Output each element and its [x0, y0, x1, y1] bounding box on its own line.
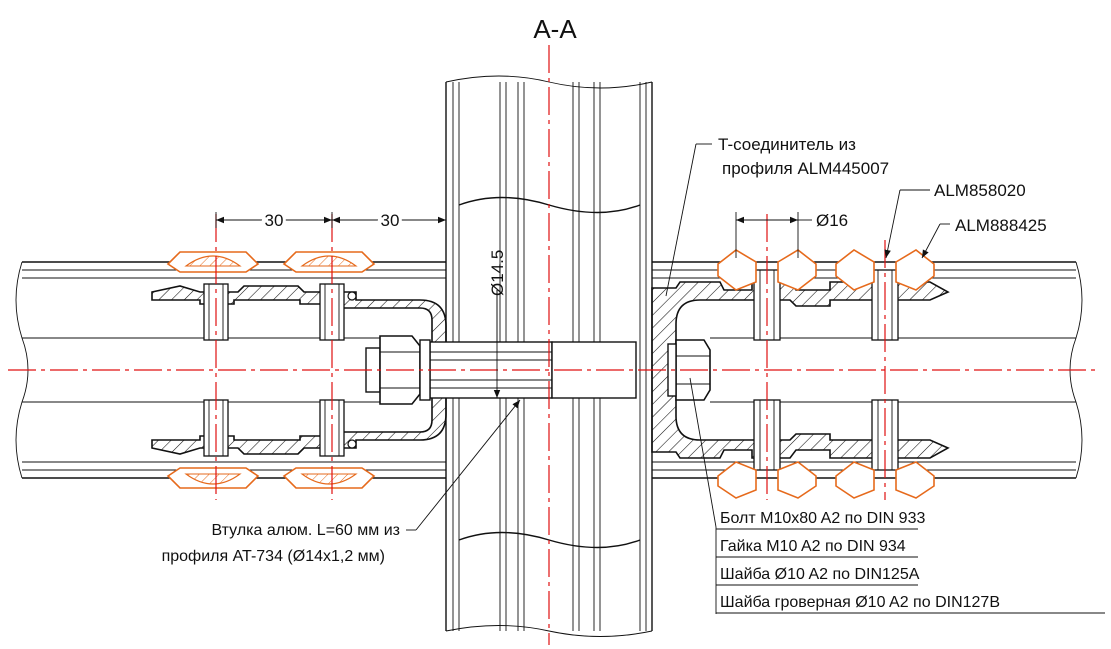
- dim-bushing-diameter: Ø14.5: [488, 250, 507, 296]
- leader-lines: [406, 143, 950, 614]
- dim-pitch-2: 30: [381, 211, 400, 230]
- dim-hole-diameter: Ø16: [816, 211, 848, 230]
- bushing-label-line1: Втулка алюм. L=60 мм из: [212, 522, 400, 539]
- right-screws: [753, 269, 899, 471]
- t-connector-label-line2: профиля ALM445007: [722, 159, 889, 178]
- part-alm858020-label: ALM858020: [934, 181, 1026, 200]
- center-lines: [8, 45, 1100, 645]
- fastener-spring-washer: Шайба гроверная Ø10 A2 по DIN127B: [720, 594, 1000, 611]
- fastener-washer: Шайба Ø10 A2 по DIN125A: [720, 566, 920, 583]
- right-clamps: [717, 249, 935, 499]
- fasteners-list: Болт M10x80 A2 по DIN 933 Гайка M10 A2 п…: [716, 510, 1105, 614]
- fastener-nut: Гайка M10 A2 по DIN 934: [720, 538, 906, 555]
- bushing-label-line2: профиля AT-734 (Ø14x1,2 мм): [162, 548, 385, 565]
- part-alm888425-label: ALM888425: [955, 216, 1047, 235]
- section-title: A-A: [533, 14, 577, 44]
- dim-pitch-1: 30: [265, 211, 284, 230]
- left-clamps: [166, 251, 376, 489]
- left-connector-profile: [151, 285, 447, 455]
- right-connector-profile: [651, 281, 950, 459]
- fastener-bolt: Болт M10x80 A2 по DIN 933: [720, 510, 925, 527]
- t-connector-label-line1: T-соединитель из: [718, 135, 856, 154]
- dimension-lines: [215, 212, 812, 398]
